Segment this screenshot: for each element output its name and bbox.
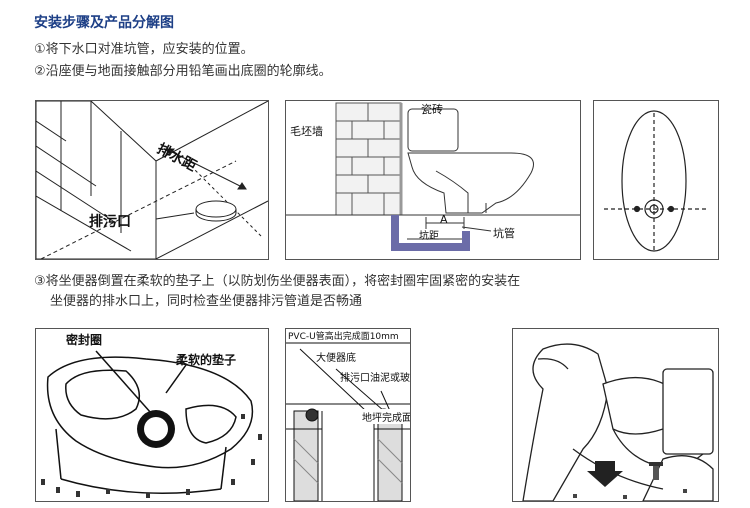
placing-toilet-illustration [522,343,714,501]
tile-label: 瓷砖 [421,103,443,116]
step-1-text: ①将下水口对准坑管，应安装的位置。 [34,42,254,57]
pit-distance-label: 坑距 [419,231,439,242]
panel-drain-distance: 排水距 排污口 [35,100,269,260]
floor-finish-label: 地坪完成面 [362,409,410,424]
toilet-base-label: 大便器底 [316,353,356,364]
panel-seal-ring: 密封圈 柔软的垫子 [35,328,269,502]
panel-pipe-section: PVC-U管高出完成面10mm 大便器底 排污口油泥或玻璃胶 地坪完成面 [285,328,411,502]
cushion-label: 柔软的垫子 [176,353,237,367]
outline-illustration [604,110,709,252]
step-3-text-line2: 坐便器的排水口上，同时检查坐便器排污管道是否畅通 [50,294,363,309]
page-title: 安装步骤及产品分解图 [34,15,174,31]
seal-ring-label: 密封圈 [66,333,103,347]
step-3-text-line1: ③将坐便器倒置在柔软的垫子上（以防划伤坐便器表面），将密封圈牢固紧密的安装在 [34,274,521,289]
step-2-text: ②沿座便与地面接触部分用铅笔画出底圈的轮廓线。 [34,64,332,79]
pit-distance-illustration [286,102,580,251]
panel-placing-toilet [512,328,719,502]
panel-pit-distance: 毛坯墙 瓷砖 A 坑距 坑管 [285,100,581,260]
a-label: A [440,213,448,226]
wall-label: 毛坯墙 [290,125,323,138]
panel-outline [593,100,719,260]
pipe-section-illustration [286,342,410,501]
outlet-mud-label: 排污口油泥或玻璃胶 [340,373,410,384]
pvc-pipe-label: PVC-U管高出完成面10mm [288,332,399,342]
pit-pipe-label: 坑管 [493,227,515,240]
seal-ring-illustration [41,350,262,498]
drain-distance-illustration [36,101,268,259]
outlet-label: 排污口 [89,214,131,230]
